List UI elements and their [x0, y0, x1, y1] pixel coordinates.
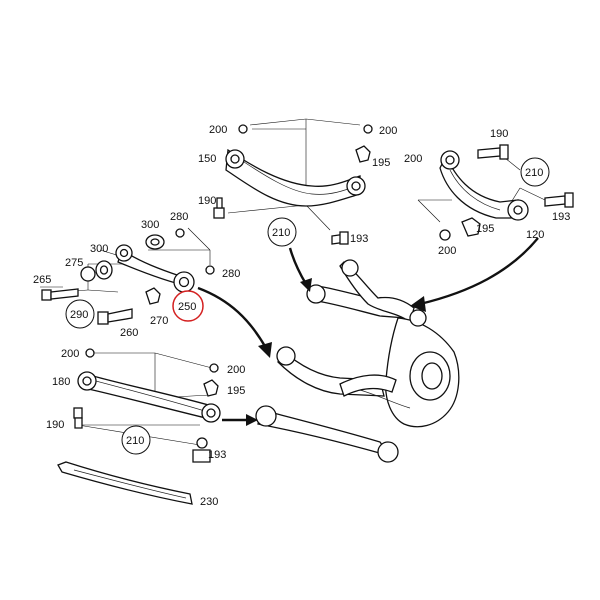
- label-300: 300: [141, 219, 159, 231]
- label-195: 195: [227, 385, 245, 397]
- label-200: 200: [209, 124, 227, 136]
- label-195: 195: [372, 157, 390, 169]
- part-230-cover: [57, 461, 193, 505]
- label-190: 190: [198, 195, 216, 207]
- upper-bolts: [213, 197, 349, 245]
- label-260: 260: [120, 327, 138, 339]
- label-193: 193: [350, 233, 368, 245]
- label-265: 265: [33, 274, 51, 286]
- assembled-suspension: [255, 259, 460, 463]
- pointer-arrows: [197, 237, 539, 426]
- label-190: 190: [490, 128, 508, 140]
- label-230: 230: [200, 496, 218, 508]
- label-275: 275: [65, 257, 83, 269]
- callout-210: 210: [525, 167, 543, 179]
- part-150-upper-control-arm: [225, 124, 373, 207]
- callout-290: 290: [70, 309, 88, 321]
- part-250-toe-link: [41, 228, 215, 325]
- part-180-lower-control-arm: [73, 348, 221, 463]
- label-280: 280: [222, 268, 240, 280]
- label-193: 193: [552, 211, 570, 223]
- label-200: 200: [438, 245, 456, 257]
- label-193: 193: [208, 449, 226, 461]
- label-200: 200: [227, 364, 245, 376]
- label-190: 190: [46, 419, 64, 431]
- label-200: 200: [379, 125, 397, 137]
- callout-210: 210: [126, 435, 144, 447]
- highlight-ring-250: [172, 290, 204, 322]
- label-180: 180: [52, 376, 70, 388]
- callout-210: 210: [272, 227, 290, 239]
- part-120-control-arm: [439, 144, 574, 241]
- label-150: 150: [198, 153, 216, 165]
- callout-circles: [65, 157, 550, 455]
- label-300: 300: [90, 243, 108, 255]
- part-number-labels: 200 200 150 195 190 190 200 195 193 120 …: [33, 124, 570, 508]
- label-195: 195: [476, 223, 494, 235]
- label-270: 270: [150, 315, 168, 327]
- label-120: 120: [526, 229, 544, 241]
- label-200: 200: [404, 153, 422, 165]
- label-280: 280: [170, 211, 188, 223]
- label-200: 200: [61, 348, 79, 360]
- leader-lines: [40, 118, 546, 446]
- callout-250: 250: [178, 301, 196, 313]
